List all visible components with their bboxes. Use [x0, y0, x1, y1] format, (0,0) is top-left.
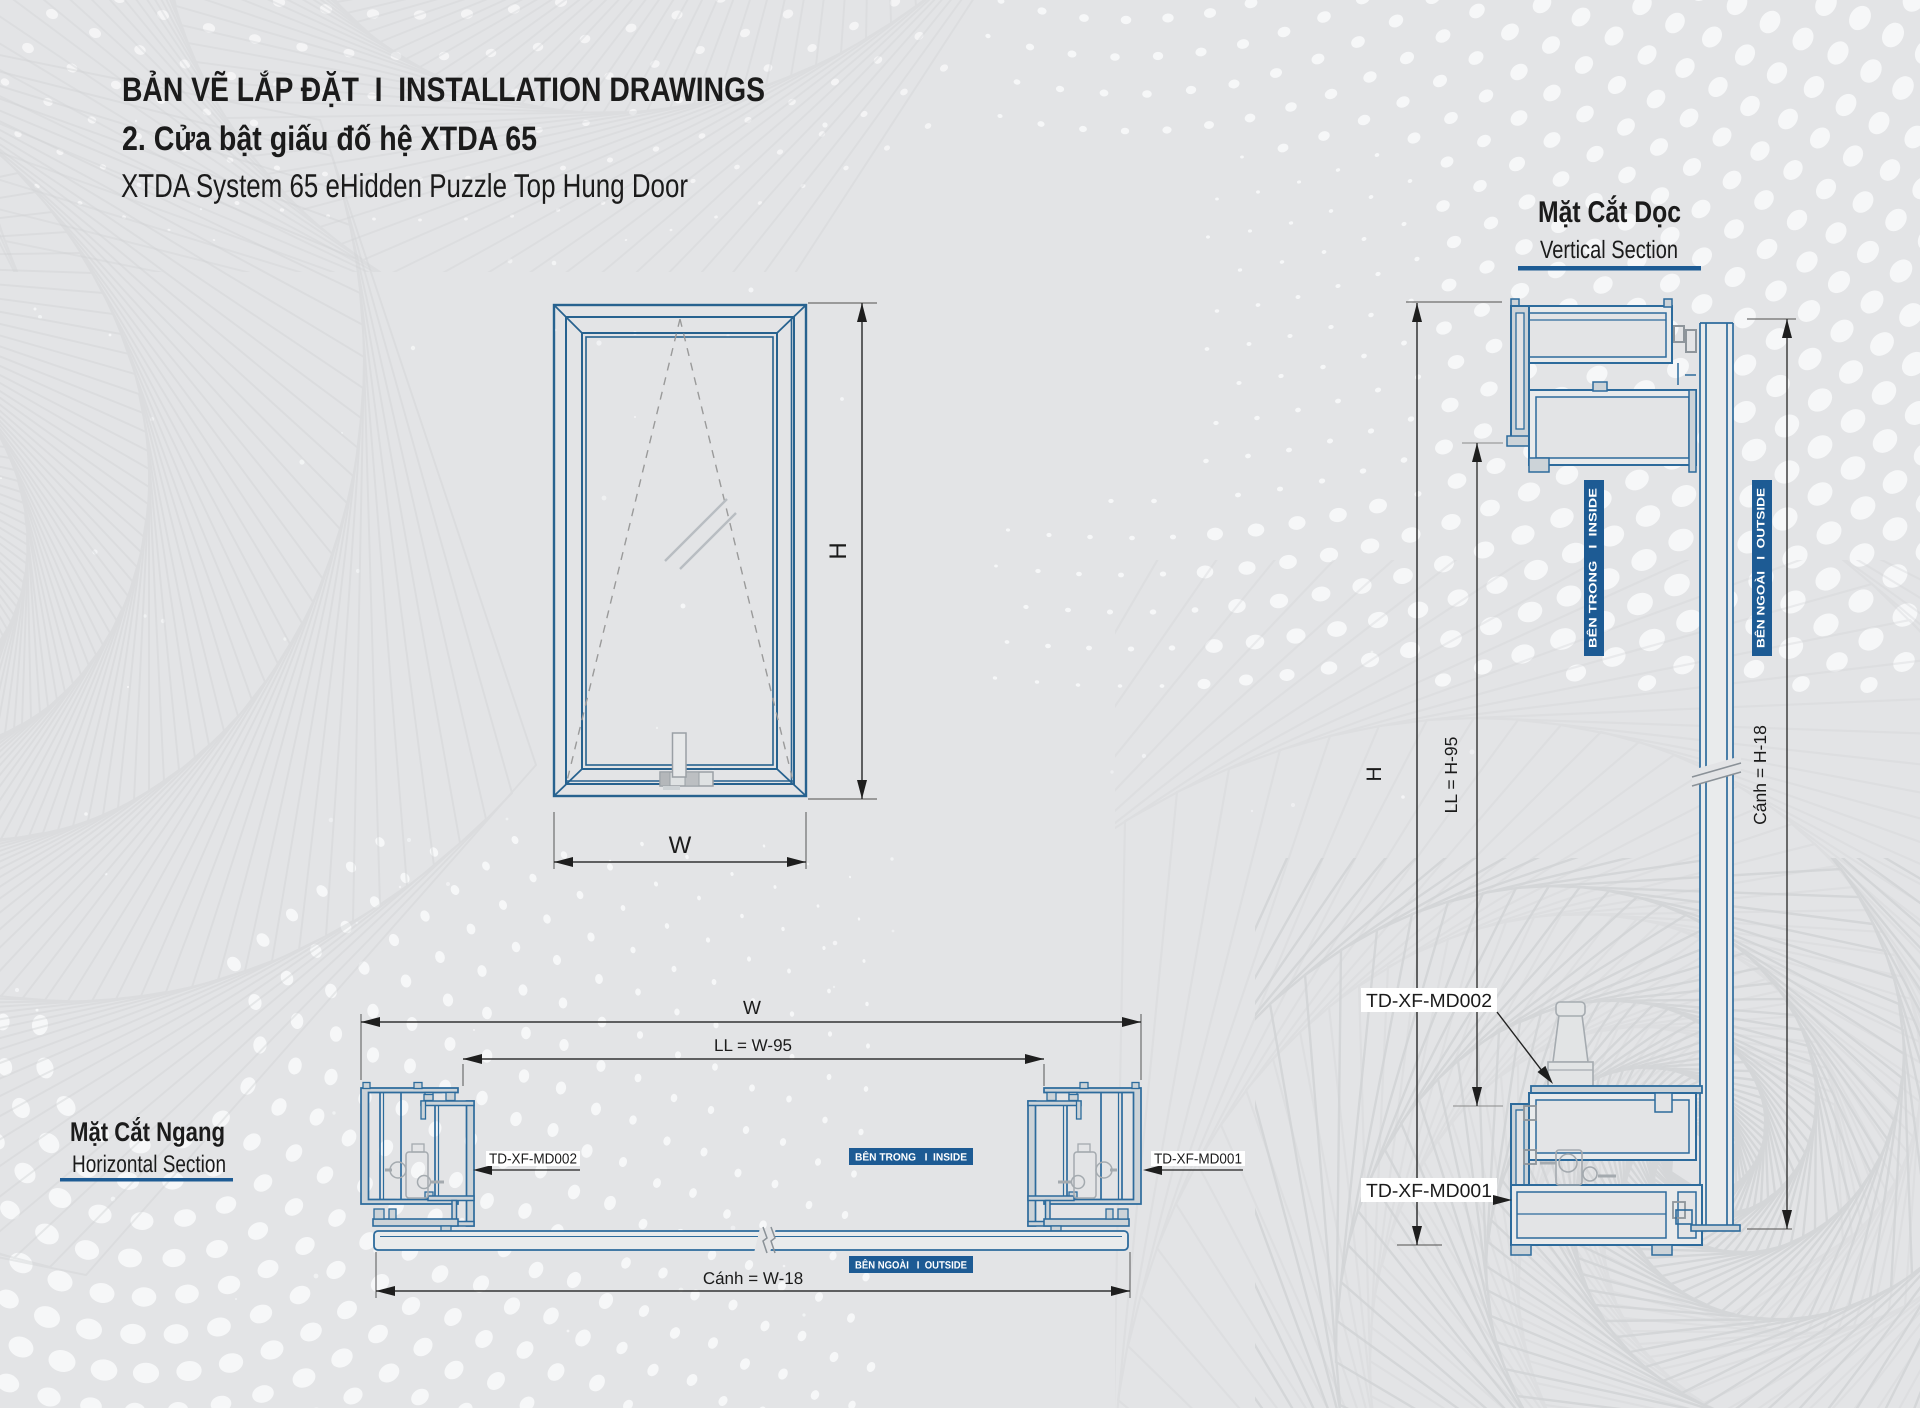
svg-text:Horizontal Section: Horizontal Section — [72, 1151, 226, 1178]
svg-text:LL = W-95: LL = W-95 — [714, 1036, 792, 1055]
svg-text:W: W — [669, 832, 692, 859]
svg-text:W: W — [743, 998, 761, 1019]
svg-text:Mặt Cắt Dọc: Mặt Cắt Dọc — [1538, 195, 1681, 229]
svg-text:Cánh = W-18: Cánh = W-18 — [703, 1269, 803, 1288]
svg-text:BÊN TRONG I INSIDE: BÊN TRONG I INSIDE — [1587, 488, 1600, 648]
svg-text:TD-XF-MD001: TD-XF-MD001 — [1154, 1152, 1242, 1168]
svg-text:BẢN VẼ LẮP ĐẶT I INSTALLATIO: BẢN VẼ LẮP ĐẶT I INSTALLATION DRAWINGS — [122, 70, 765, 109]
svg-text:TD-XF-MD001: TD-XF-MD001 — [1366, 1181, 1492, 1202]
svg-text:Mặt Cắt Ngang: Mặt Cắt Ngang — [70, 1116, 225, 1147]
svg-text:H: H — [1363, 766, 1386, 781]
svg-text:TD-XF-MD002: TD-XF-MD002 — [1366, 991, 1492, 1012]
svg-text:BÊN NGOÀI I OUTSIDE: BÊN NGOÀI I OUTSIDE — [855, 1259, 967, 1272]
svg-text:Cánh = H-18: Cánh = H-18 — [1750, 725, 1770, 825]
svg-text:Vertical Section: Vertical Section — [1540, 236, 1678, 264]
svg-text:2. Cửa bật giấu đố hệ XTDA 65: 2. Cửa bật giấu đố hệ XTDA 65 — [122, 120, 537, 158]
svg-text:BÊN TRONG I INSIDE: BÊN TRONG I INSIDE — [855, 1151, 967, 1164]
svg-text:H: H — [825, 542, 852, 559]
svg-text:BÊN NGOÀI I OUTSIDE: BÊN NGOÀI I OUTSIDE — [1755, 488, 1768, 648]
svg-text:LL = H-95: LL = H-95 — [1441, 737, 1461, 814]
svg-text:XTDA System 65 eHidden Puzzle: XTDA System 65 eHidden Puzzle Top Hung D… — [121, 167, 688, 204]
svg-text:TD-XF-MD002: TD-XF-MD002 — [489, 1152, 577, 1168]
